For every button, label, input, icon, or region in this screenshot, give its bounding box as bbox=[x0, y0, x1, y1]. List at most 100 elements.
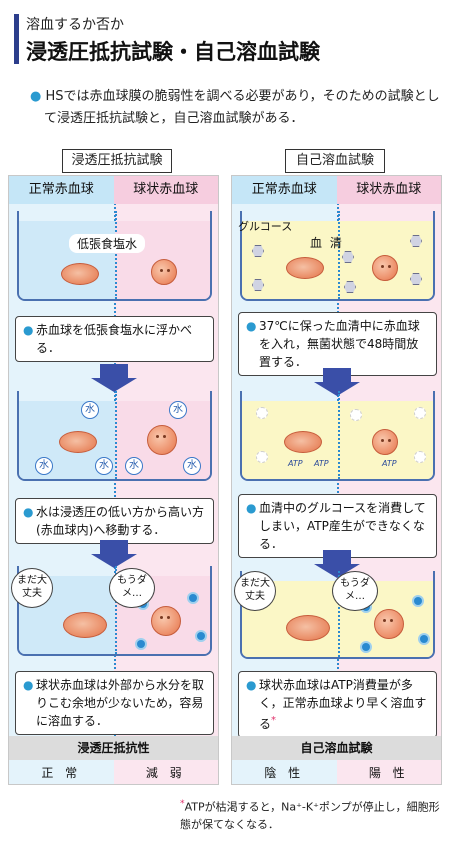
atp-label: ATP bbox=[314, 459, 329, 468]
footnote-star: * bbox=[180, 798, 185, 809]
osmotic-test-panel: 正常赤血球 球状赤血球 低張食塩水 ●赤血球を低張食塩水に浮かべる． 水 水 水… bbox=[8, 175, 219, 785]
osmotic-result-title: 浸透圧抵抗性 bbox=[9, 736, 218, 760]
glucose-icon bbox=[344, 281, 356, 293]
beaker-divider bbox=[337, 571, 340, 657]
section-title: 浸透圧抵抗試験・自己溶血試験 bbox=[26, 40, 320, 64]
glucose-icon bbox=[252, 245, 264, 257]
normal-rbc-icon bbox=[59, 431, 97, 453]
consumed-glucose-icon bbox=[350, 409, 362, 421]
burst-icon bbox=[137, 640, 145, 648]
beaker-serum bbox=[240, 211, 435, 301]
speech-bubble-ok: まだ大丈夫 bbox=[11, 568, 53, 608]
serum-label: 血 清 bbox=[310, 236, 344, 250]
beaker-divider bbox=[337, 391, 340, 479]
beaker-divider bbox=[114, 391, 117, 479]
osmotic-note-2: ●水は浸透圧の低い方から高い方(赤血球内)へ移動する． bbox=[15, 498, 214, 544]
burst-icon bbox=[189, 594, 197, 602]
consumed-glucose-icon bbox=[256, 407, 268, 419]
osmotic-note-3-text: 球状赤血球は外部から水分を取りこむ余地が少ないため，容易に溶血する． bbox=[36, 678, 205, 728]
normal-rbc-header: 正常赤血球 bbox=[232, 176, 337, 204]
consumed-glucose-icon bbox=[256, 451, 268, 463]
speech-bubble-broken: もうダメ… bbox=[109, 568, 155, 608]
footnote-marker: * bbox=[271, 715, 277, 726]
burst-icon bbox=[420, 635, 428, 643]
beaker-hypotonic bbox=[17, 211, 212, 301]
spherical-rbc-header: 球状赤血球 bbox=[113, 176, 218, 204]
footnote: *ATPが枯渇すると，Na⁺-K⁺ポンプが停止し，細胞形態が保てなくなる． bbox=[180, 795, 440, 833]
hypotonic-solution-left bbox=[19, 221, 115, 299]
speech-bubble-broken: もうダメ… bbox=[332, 571, 378, 611]
normal-rbc-icon bbox=[61, 263, 99, 285]
autohemolysis-note-1-text: 37℃に保った血清中に赤血球を入れ，無菌状態で48時間放置する． bbox=[259, 319, 420, 369]
autohemolysis-result-spherical: 陽 性 bbox=[368, 766, 409, 780]
section-subtitle: 溶血するか否か bbox=[26, 17, 124, 33]
bullet-icon: ● bbox=[23, 678, 34, 692]
beaker-water-flow: 水 水 水 水 水 水 bbox=[17, 391, 212, 481]
footnote-text: ATPが枯渇すると，Na⁺-K⁺ポンプが停止し，細胞形態が保てなくなる． bbox=[180, 800, 440, 831]
right-panel-title: 自己溶血試験 bbox=[285, 149, 385, 173]
normal-rbc-header: 正常赤血球 bbox=[9, 176, 114, 204]
hypotonic-saline-label: 低張食塩水 bbox=[69, 234, 146, 253]
water-molecule-icon: 水 bbox=[95, 457, 113, 475]
burst-icon bbox=[362, 643, 370, 651]
normal-rbc-icon bbox=[63, 612, 107, 638]
swelling-rbc-icon bbox=[147, 425, 177, 455]
down-arrow-icon bbox=[91, 540, 137, 568]
lysing-rbc-icon bbox=[374, 609, 404, 639]
bullet-icon: ● bbox=[246, 678, 257, 692]
lysing-rbc-icon bbox=[151, 606, 181, 636]
autohemolysis-note-1: ●37℃に保った血清中に赤血球を入れ，無菌状態で48時間放置する． bbox=[238, 312, 437, 376]
spherical-rbc-icon bbox=[151, 259, 177, 285]
atp-label: ATP bbox=[382, 459, 397, 468]
glucose-icon bbox=[252, 279, 264, 291]
beaker-divider bbox=[114, 566, 117, 654]
down-arrow-icon bbox=[314, 550, 360, 578]
autohemolysis-note-2: ●血清中のグルコースを消費してしまい，ATP産生ができなくなる． bbox=[238, 494, 437, 558]
normal-rbc-icon bbox=[286, 257, 324, 279]
intro-paragraph: ● HSでは赤血球膜の脆弱性を調べる必要があり，そのための試験として浸透圧抵抗試… bbox=[30, 86, 450, 130]
bullet-icon: ● bbox=[246, 501, 257, 515]
osmotic-result-normal: 正 常 bbox=[41, 766, 82, 780]
autohemolysis-result-normal: 陰 性 bbox=[264, 766, 305, 780]
water-molecule-icon: 水 bbox=[183, 457, 201, 475]
normal-rbc-icon bbox=[284, 431, 322, 453]
spherical-rbc-icon bbox=[372, 255, 398, 281]
left-panel-title: 浸透圧抵抗試験 bbox=[62, 149, 172, 173]
glucose-icon bbox=[342, 251, 354, 263]
osmotic-note-1: ●赤血球を低張食塩水に浮かべる． bbox=[15, 316, 214, 362]
osmotic-note-2-text: 水は浸透圧の低い方から高い方(赤血球内)へ移動する． bbox=[36, 505, 205, 537]
spherical-rbc-icon bbox=[372, 429, 398, 455]
normal-rbc-icon bbox=[286, 615, 330, 641]
autohemolysis-note-2-text: 血清中のグルコースを消費してしまい，ATP産生ができなくなる． bbox=[259, 501, 426, 551]
autohemolysis-note-3: ●球状赤血球はATP消費量が多く，正常赤血球より早く溶血する* bbox=[238, 671, 437, 738]
bullet-icon: ● bbox=[23, 505, 34, 519]
spherical-rbc-header: 球状赤血球 bbox=[336, 176, 441, 204]
beaker-atp-depletion: ATP ATP ATP bbox=[240, 391, 435, 481]
glucose-icon bbox=[410, 235, 422, 247]
header-accent-bar bbox=[14, 14, 19, 64]
atp-label: ATP bbox=[288, 459, 303, 468]
bullet-icon: ● bbox=[30, 89, 46, 104]
autohemolysis-test-panel: 正常赤血球 球状赤血球 グルコース 血 清 ●37℃に保った血清中に赤血球を入れ… bbox=[231, 175, 442, 785]
osmotic-result-spherical: 減 弱 bbox=[145, 766, 186, 780]
intro-text: HSでは赤血球膜の脆弱性を調べる必要があり，そのための試験として浸透圧抵抗試験と… bbox=[44, 89, 440, 126]
autohemolysis-result-title: 自己溶血試験 bbox=[232, 736, 441, 760]
beaker-divider bbox=[114, 211, 117, 299]
down-arrow-icon bbox=[314, 368, 360, 396]
consumed-glucose-icon bbox=[414, 451, 426, 463]
osmotic-note-1-text: 赤血球を低張食塩水に浮かべる． bbox=[36, 323, 193, 355]
bullet-icon: ● bbox=[246, 319, 257, 333]
beaker-divider bbox=[337, 211, 340, 299]
glucose-icon bbox=[410, 273, 422, 285]
osmotic-note-3: ●球状赤血球は外部から水分を取りこむ余地が少ないため，容易に溶血する． bbox=[15, 671, 214, 735]
down-arrow-icon bbox=[91, 364, 137, 392]
water-molecule-icon: 水 bbox=[81, 401, 99, 419]
bullet-icon: ● bbox=[23, 323, 34, 337]
water-molecule-icon: 水 bbox=[125, 457, 143, 475]
burst-icon bbox=[414, 597, 422, 605]
speech-bubble-ok: まだ大丈夫 bbox=[234, 571, 276, 611]
water-molecule-icon: 水 bbox=[169, 401, 187, 419]
water-molecule-icon: 水 bbox=[35, 457, 53, 475]
burst-icon bbox=[197, 632, 205, 640]
autohemolysis-note-3-text: 球状赤血球はATP消費量が多く，正常赤血球より早く溶血する bbox=[259, 678, 427, 731]
